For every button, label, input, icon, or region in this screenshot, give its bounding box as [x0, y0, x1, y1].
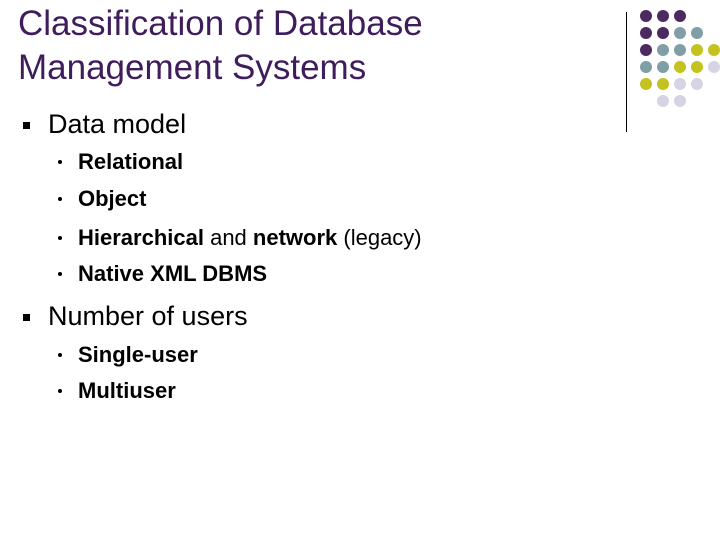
legacy-note: (legacy): [337, 225, 422, 250]
bold-term-network: network: [252, 225, 338, 250]
decorative-dot: [657, 27, 669, 39]
sub-bullet-text: Single-user: [78, 342, 198, 367]
decorative-dot: [657, 44, 669, 56]
decorative-dot: [674, 95, 686, 107]
decorative-dot: [657, 95, 669, 107]
sub-bullet-multiuser: Multiuser: [0, 377, 600, 405]
dot-bullet-icon: [58, 272, 62, 276]
decorative-dot: [640, 61, 652, 73]
decorative-dot: [691, 61, 703, 73]
decorative-dot: [657, 10, 669, 22]
decorative-dot: [691, 78, 703, 90]
decorative-dot: [691, 44, 703, 56]
decorative-dot-grid: [640, 10, 720, 120]
decorative-dot: [674, 78, 686, 90]
decorative-dot: [640, 44, 652, 56]
decorative-dot: [674, 61, 686, 73]
decorative-dot: [640, 10, 652, 22]
bullet-number-of-users: Number of users: [0, 298, 600, 334]
connector-text: and: [203, 225, 253, 250]
decorative-dot: [657, 61, 669, 73]
sub-bullet-relational: Relational: [0, 148, 600, 176]
decorative-dot: [708, 61, 720, 73]
decorative-dot: [640, 27, 652, 39]
dot-bullet-icon: [58, 353, 62, 357]
decorative-dot: [674, 10, 686, 22]
decorative-dot: [674, 27, 686, 39]
decorative-dot: [691, 27, 703, 39]
decorative-dot: [674, 44, 686, 56]
sub-bullet-text: Multiuser: [78, 378, 176, 403]
square-bullet-icon: [23, 122, 30, 129]
bold-term-hierarchical: Hierarchical: [78, 225, 204, 250]
square-bullet-icon: [23, 314, 30, 321]
sub-bullet-text: Object: [78, 186, 147, 211]
dot-bullet-icon: [58, 389, 62, 393]
bullet-text: Data model: [48, 109, 187, 139]
sub-bullet-text: Native XML DBMS: [78, 261, 268, 286]
sub-bullet-single-user: Single-user: [0, 341, 600, 369]
dot-bullet-icon: [58, 197, 62, 201]
sub-bullet-native-xml: Native XML DBMS: [0, 260, 600, 288]
decorative-dot: [657, 78, 669, 90]
dot-bullet-icon: [58, 160, 62, 164]
decorative-dot: [708, 44, 720, 56]
vertical-divider: [626, 12, 627, 132]
slide-title-line-1: Classification of Database: [18, 4, 423, 43]
sub-bullet-hierarchical-network: Hierarchical and network (legacy): [0, 224, 600, 252]
bullet-text: Number of users: [48, 301, 248, 331]
decorative-dot: [640, 78, 652, 90]
sub-bullet-text: Relational: [78, 149, 184, 174]
slide-title-line-2: Management Systems: [18, 48, 367, 87]
slide-title: Classification of Database Management Sy…: [18, 2, 608, 90]
dot-bullet-icon: [58, 236, 62, 240]
sub-bullet-text: Hierarchical and network (legacy): [78, 224, 422, 252]
bullet-data-model: Data model: [0, 106, 600, 142]
sub-bullet-object: Object: [0, 185, 600, 213]
